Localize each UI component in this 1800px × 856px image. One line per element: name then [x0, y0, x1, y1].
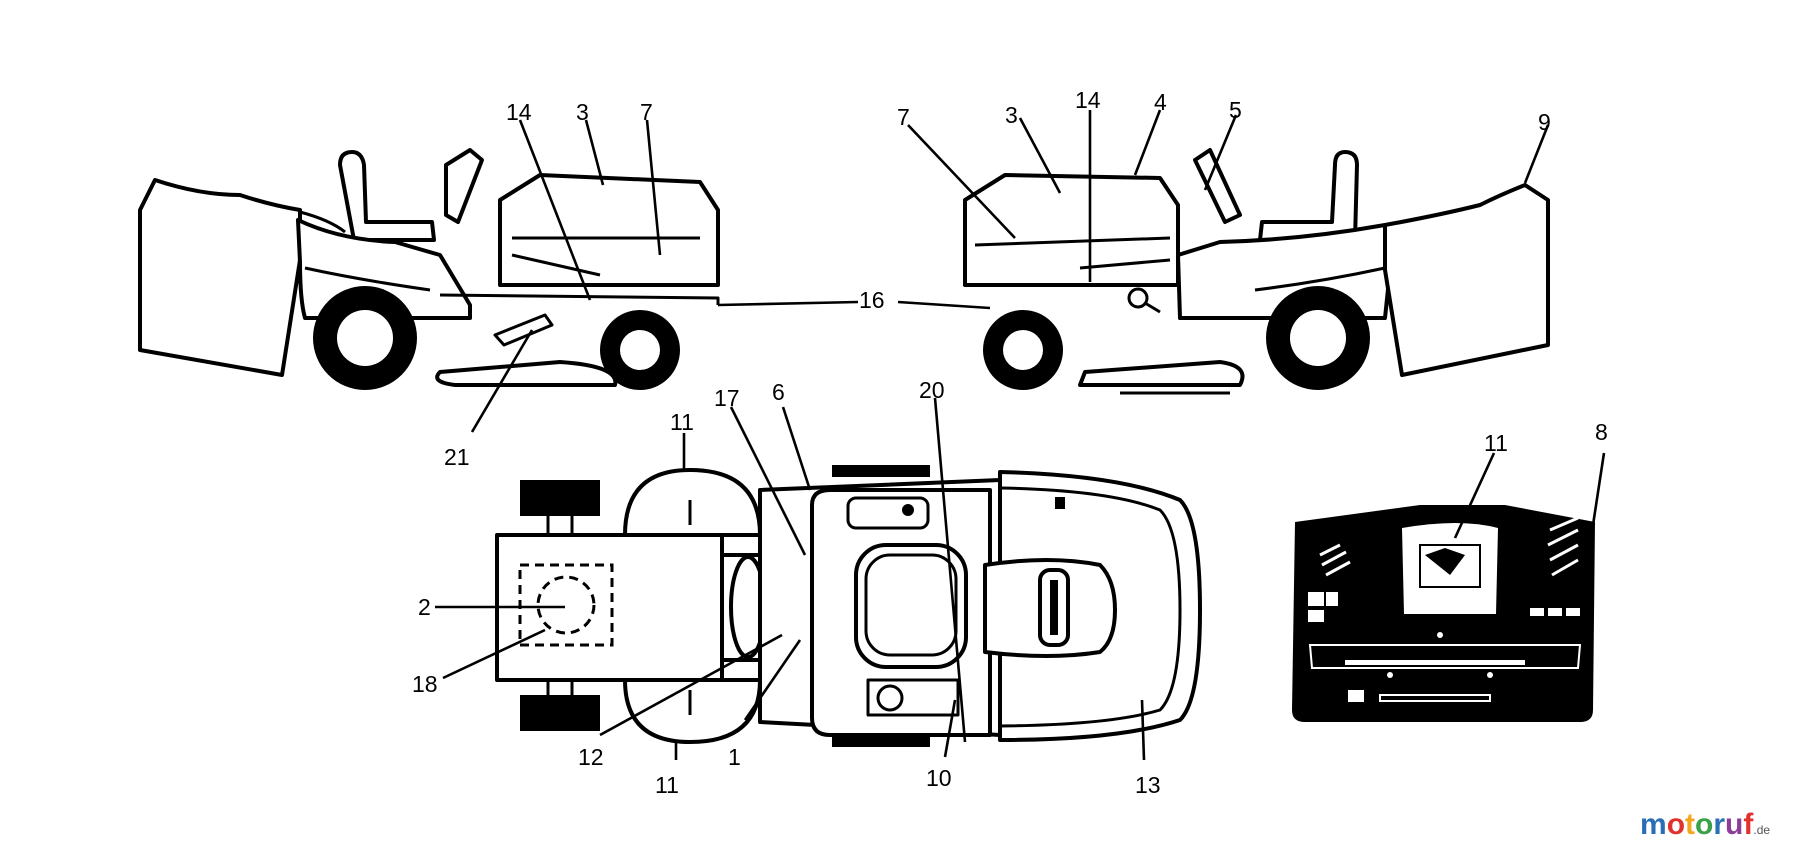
watermark-letter: f [1743, 808, 1754, 841]
callout-numbers: 14 3 7 21 16 7 3 14 4 5 9 11 17 6 20 2 1… [412, 87, 1608, 798]
callout-right-14: 14 [1075, 87, 1101, 113]
callout-panel-8: 8 [1595, 419, 1608, 445]
callout-right-9: 9 [1538, 109, 1551, 135]
leader-lines [435, 109, 1606, 761]
callout-right-5: 5 [1229, 97, 1242, 123]
callout-top-2: 2 [418, 594, 431, 620]
callout-left-3: 3 [576, 99, 589, 125]
callout-left-21: 21 [444, 444, 470, 470]
watermark-letter: m [1640, 808, 1667, 841]
callout-panel-11: 11 [1484, 430, 1508, 456]
callout-16: 16 [859, 287, 885, 313]
watermark-suffix: .de [1753, 823, 1771, 837]
callout-left-14: 14 [506, 99, 532, 125]
callout-right-7: 7 [897, 104, 910, 130]
watermark-letter: o [1695, 808, 1714, 841]
right-tractor-side-view [963, 148, 1550, 395]
callout-right-4: 4 [1154, 89, 1167, 115]
watermark-letter: r [1713, 808, 1726, 841]
callout-left-7: 7 [640, 99, 653, 125]
callout-top-17: 17 [714, 385, 740, 411]
left-tractor-side-view [138, 148, 720, 390]
watermark-letter: o [1666, 808, 1686, 841]
callout-top-6: 6 [772, 379, 785, 405]
tractor-top-view [495, 465, 1202, 747]
callout-top-11-lower: 11 [655, 772, 679, 798]
callout-top-12: 12 [578, 744, 604, 770]
callout-top-20: 20 [919, 377, 945, 403]
watermark-letter: u [1725, 808, 1744, 841]
callout-top-10: 10 [926, 765, 952, 791]
callout-top-11-upper: 11 [670, 409, 694, 435]
watermark-letter: t [1685, 808, 1696, 841]
callout-right-3: 3 [1005, 102, 1018, 128]
callout-top-18: 18 [412, 671, 438, 697]
motoruf-watermark-logo: motoruf.de [1640, 808, 1770, 842]
callout-top-1: 1 [728, 744, 741, 770]
control-panel-view [1292, 505, 1595, 722]
callout-top-13: 13 [1135, 772, 1161, 798]
